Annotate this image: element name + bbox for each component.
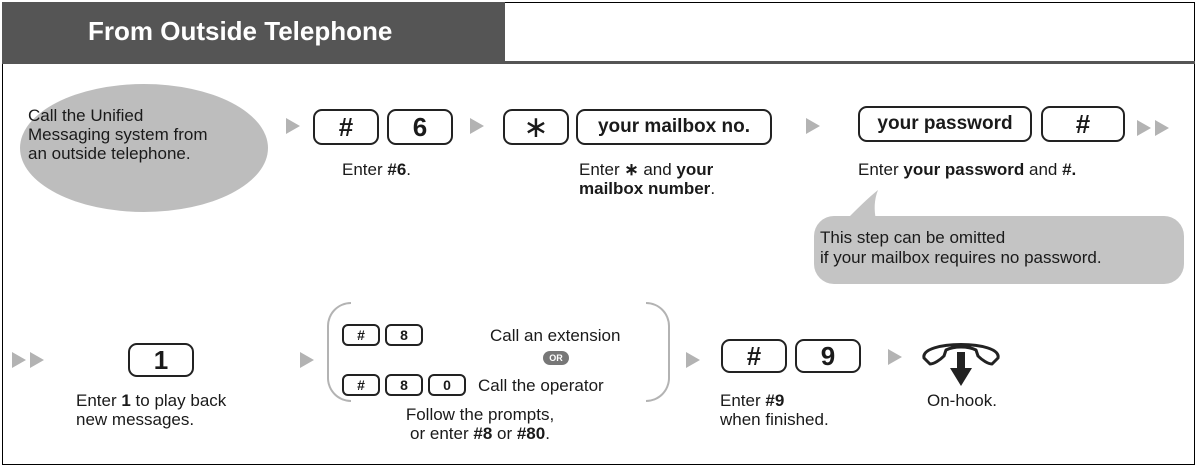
step8-caption: On-hook. bbox=[927, 391, 997, 410]
right-bracket bbox=[646, 302, 670, 402]
note-line-1: This step can be omitted bbox=[820, 228, 1006, 247]
double-arrow-icon bbox=[12, 352, 26, 368]
call-line-1: Call the Unified bbox=[28, 106, 144, 125]
key-6: 6 bbox=[387, 109, 453, 145]
step2-caption: Enter #6. bbox=[342, 160, 412, 179]
key-password: your password bbox=[858, 106, 1032, 142]
step3-caption: Enter ∗ and your mailbox number. bbox=[579, 160, 716, 198]
arrow-right-icon bbox=[888, 349, 902, 365]
key-hash: # bbox=[342, 324, 380, 346]
key-8: 8 bbox=[385, 374, 423, 396]
page-title: From Outside Telephone bbox=[2, 2, 505, 62]
step7-caption: Enter #9 when finished. bbox=[720, 391, 829, 429]
double-arrow-icon bbox=[1155, 120, 1169, 136]
option1-label: Call an extension bbox=[490, 326, 621, 345]
key-hash: # bbox=[721, 339, 787, 373]
handset-down-icon bbox=[922, 343, 1000, 386]
or-badge: OR bbox=[543, 351, 569, 365]
note-line-2: if your mailbox requires no password. bbox=[820, 248, 1102, 267]
arrow-right-icon bbox=[300, 352, 314, 368]
double-arrow-icon bbox=[30, 352, 44, 368]
title-rule bbox=[2, 61, 1195, 64]
key-star: ∗ bbox=[503, 109, 569, 145]
step4-caption: Enter your password and #. bbox=[858, 160, 1077, 179]
arrow-right-icon bbox=[470, 118, 484, 134]
call-instruction: Call the Unified Messaging system from a… bbox=[28, 106, 208, 163]
step6-caption: Follow the prompts, or enter #8 or #80. bbox=[405, 405, 555, 443]
key-9: 9 bbox=[795, 339, 861, 373]
key-hash: # bbox=[313, 109, 379, 145]
option2-label: Call the operator bbox=[478, 376, 604, 395]
key-0: 0 bbox=[428, 374, 466, 396]
note-bubble: This step can be omitted if your mailbox… bbox=[814, 216, 1184, 284]
key-1: 1 bbox=[128, 343, 194, 377]
call-line-2: Messaging system from bbox=[28, 125, 208, 144]
key-hash: # bbox=[342, 374, 380, 396]
key-hash: # bbox=[1041, 106, 1125, 142]
key-mailbox-number: your mailbox no. bbox=[576, 109, 772, 145]
call-line-3: an outside telephone. bbox=[28, 144, 191, 163]
arrow-right-icon bbox=[286, 118, 300, 134]
arrow-right-icon bbox=[806, 118, 820, 134]
arrow-right-icon bbox=[686, 352, 700, 368]
note-bubble-pointer bbox=[846, 190, 878, 220]
key-8: 8 bbox=[385, 324, 423, 346]
step5-caption: Enter 1 to play back new messages. bbox=[76, 391, 227, 429]
start-ellipse bbox=[20, 84, 268, 212]
double-arrow-icon bbox=[1137, 120, 1151, 136]
